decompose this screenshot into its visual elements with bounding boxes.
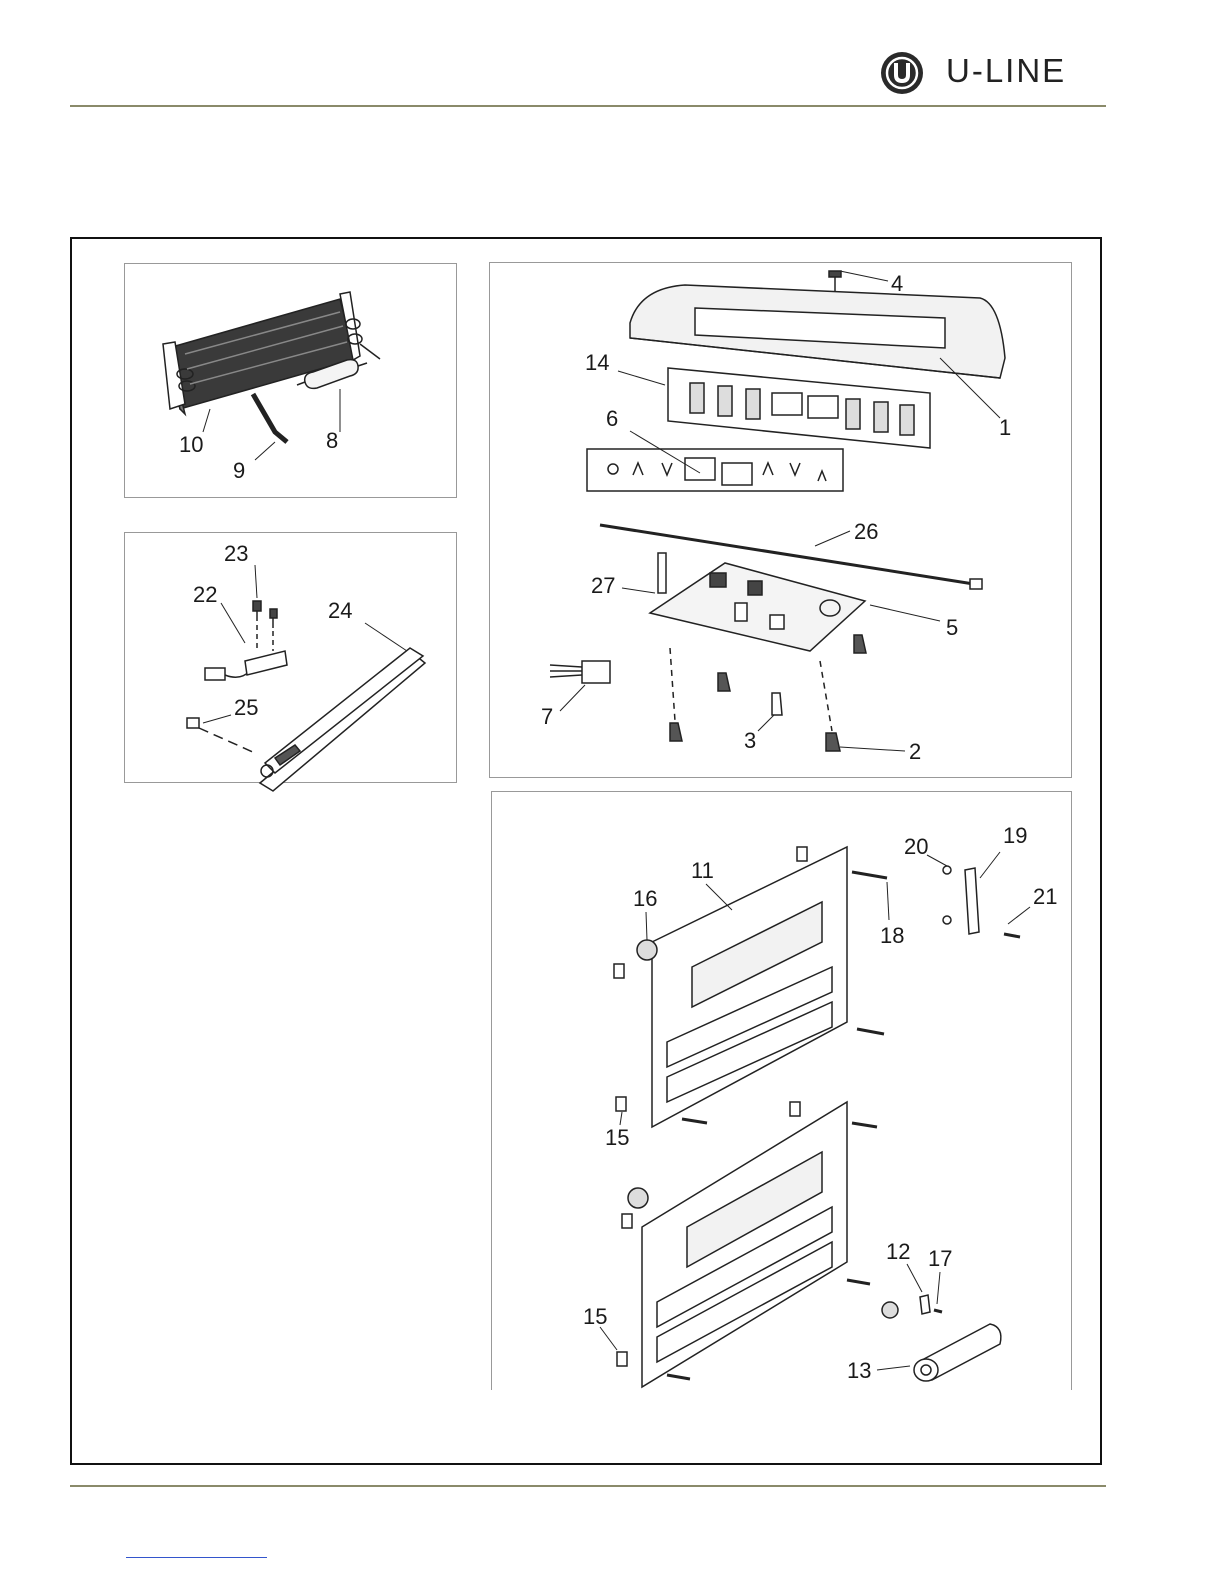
- footer-link-underline[interactable]: [126, 1557, 267, 1558]
- evaporator-plates-illustration: [492, 792, 1073, 1391]
- u-line-logo-icon: [878, 50, 938, 98]
- callout-10: 10: [179, 434, 203, 456]
- callout-11: 11: [691, 860, 714, 882]
- callout-24: 24: [328, 600, 352, 622]
- brand-name: U-LINE: [946, 52, 1066, 90]
- callout-13: 13: [847, 1360, 871, 1382]
- sensor-bracket-illustration: [125, 533, 458, 784]
- callout-7: 7: [541, 706, 553, 728]
- callout-1: 1: [999, 417, 1011, 439]
- footer-divider: [70, 1485, 1106, 1487]
- callout-21: 21: [1033, 886, 1057, 908]
- header-divider: [70, 105, 1106, 107]
- callout-18: 18: [880, 925, 904, 947]
- callout-14: 14: [585, 352, 609, 374]
- panel-control-assembly: 4 1 14 6 26 27 5 7 3 2: [489, 262, 1072, 778]
- callout-8: 8: [326, 430, 338, 452]
- callout-26: 26: [854, 521, 878, 543]
- callout-20: 20: [904, 836, 928, 858]
- evaporator-illustration: [125, 264, 458, 499]
- callout-23: 23: [224, 543, 248, 565]
- callout-3: 3: [744, 730, 756, 752]
- callout-16: 16: [633, 888, 657, 910]
- callout-2: 2: [909, 741, 921, 763]
- callout-5: 5: [946, 617, 958, 639]
- callout-22: 22: [193, 584, 217, 606]
- callout-19: 19: [1003, 825, 1027, 847]
- panel-sensor-bracket: 23 22 24 25: [124, 532, 457, 783]
- panel-evaporator-plates: 11 16 18 20 19 21 15 12 17 15 13: [491, 791, 1072, 1390]
- callout-17: 17: [928, 1248, 952, 1270]
- callout-25: 25: [234, 697, 258, 719]
- callout-9: 9: [233, 460, 245, 482]
- callout-15-bottom: 15: [583, 1306, 607, 1328]
- panel-evaporator: 10 9 8: [124, 263, 457, 498]
- callout-12: 12: [886, 1241, 910, 1263]
- callout-15-top: 15: [605, 1127, 629, 1149]
- callout-27: 27: [591, 575, 615, 597]
- control-assembly-illustration: [490, 263, 1073, 779]
- callout-6: 6: [606, 408, 618, 430]
- callout-4: 4: [891, 273, 903, 295]
